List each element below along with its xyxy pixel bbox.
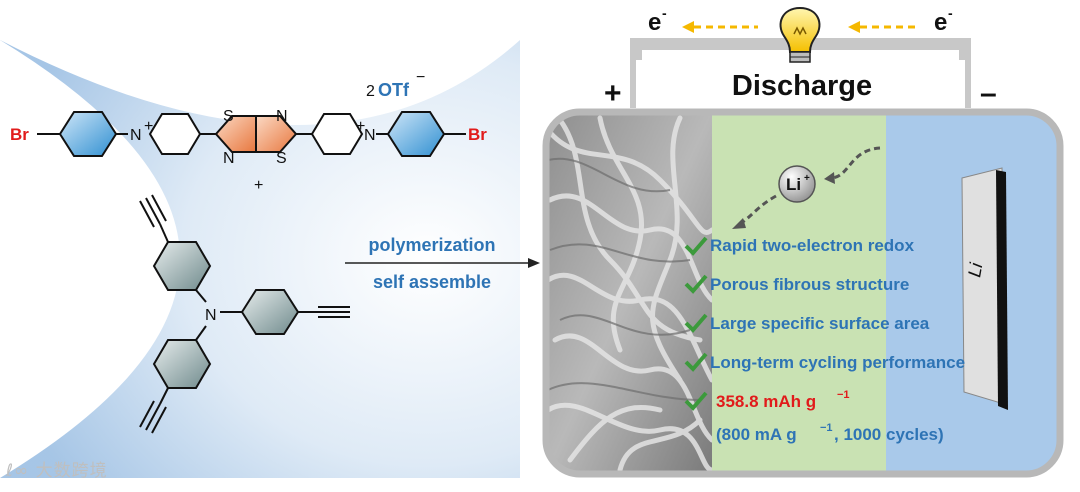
counterion-name: OTf xyxy=(378,80,410,100)
electron-label-left: e xyxy=(648,9,661,36)
svg-text:+: + xyxy=(804,173,810,184)
feature-item: Porous fibrous structure xyxy=(686,275,909,294)
counterion-count: 2 xyxy=(366,83,375,100)
capacity-value: 358.8 mAh g xyxy=(716,392,816,411)
reaction-label-polymerization: polymerization xyxy=(368,235,495,255)
svg-text:Li: Li xyxy=(786,175,801,194)
bromo-left-label: Br xyxy=(10,125,29,144)
lithium-electrode: Li xyxy=(962,168,1008,410)
discharge-label: Discharge xyxy=(732,70,872,102)
lightbulb-icon xyxy=(781,8,820,62)
svg-text:S: S xyxy=(223,108,234,125)
pyridinium-n-left: N xyxy=(130,127,142,144)
svg-text:N: N xyxy=(276,108,288,125)
pyridinium-n-right: N xyxy=(364,127,376,144)
lithium-ion: Li + xyxy=(779,166,815,202)
sem-fiber-image xyxy=(546,112,712,474)
watermark-text: 大数跨境 xyxy=(36,461,108,481)
external-circuit: Discharge + – e - e - xyxy=(604,5,997,110)
electron-label-right: e xyxy=(934,9,947,36)
bromo-right-label: Br xyxy=(468,125,487,144)
svg-text:N: N xyxy=(223,150,235,167)
svg-text:-: - xyxy=(948,5,953,21)
feature-item: Long-term cycling performance xyxy=(686,353,965,372)
feature-label: Rapid two-electron redox xyxy=(710,236,915,255)
plus-sign: + xyxy=(254,177,263,194)
reaction-label-self-assemble: self assemble xyxy=(373,272,491,292)
feature-item: Rapid two-electron redox xyxy=(686,236,915,255)
svg-text:−: − xyxy=(416,69,425,86)
pyridine-ring-left xyxy=(150,114,200,154)
svg-text:S: S xyxy=(276,150,287,167)
battery-cell: Li Li + Rapid two-electron redox Porous … xyxy=(546,112,1060,474)
svg-text:-: - xyxy=(662,5,667,21)
feature-label: Large specific surface area xyxy=(710,314,930,333)
watermark-logo: ℓ∞ 大数跨境 xyxy=(6,456,108,481)
capacity-conditions-a: (800 mA g xyxy=(716,425,797,444)
watermark-icon: ℓ∞ xyxy=(6,461,29,481)
capacity-conditions-exp: −1 xyxy=(820,422,833,434)
negative-terminal: – xyxy=(980,77,997,110)
capacity-exponent: −1 xyxy=(837,389,850,401)
feature-item: Large specific surface area xyxy=(686,314,930,333)
capacity-conditions-b: , 1000 cycles) xyxy=(834,425,944,444)
positive-terminal: + xyxy=(604,77,622,110)
feature-label: Porous fibrous structure xyxy=(710,275,909,294)
pyridine-ring-right xyxy=(312,114,362,154)
feature-label: Long-term cycling performance xyxy=(710,353,965,372)
amine-n-label: N xyxy=(205,307,217,324)
